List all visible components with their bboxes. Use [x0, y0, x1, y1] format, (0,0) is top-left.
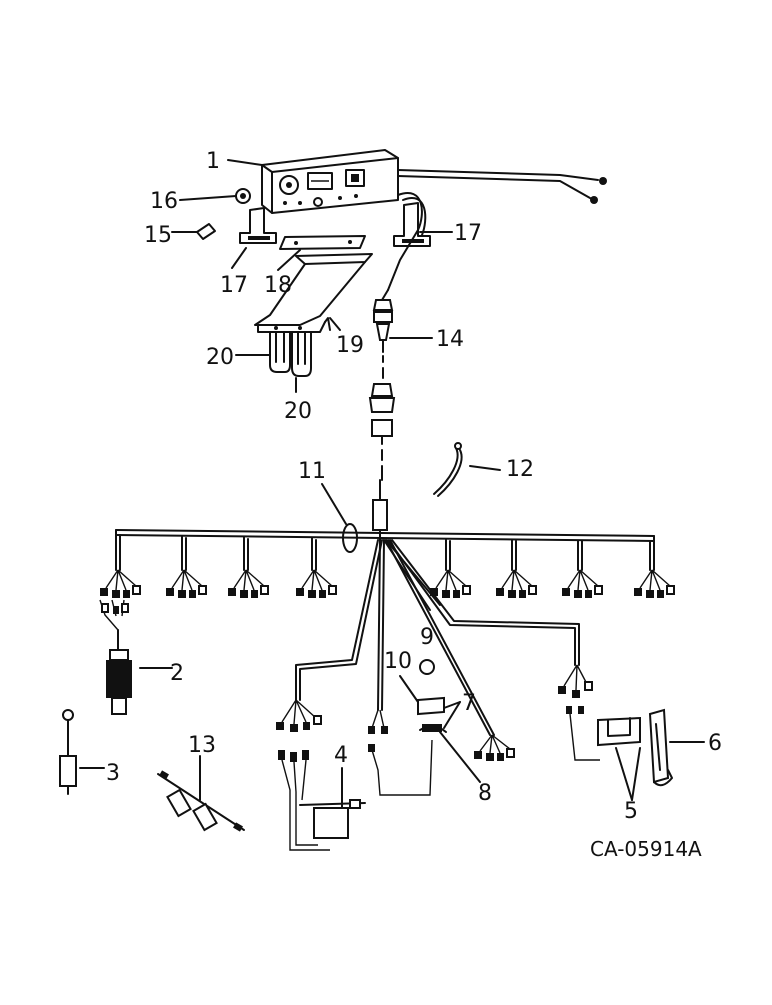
- leader-lines: [79, 159, 705, 809]
- callout-17-left: 17: [220, 273, 248, 298]
- knob-part: [235, 188, 251, 204]
- callout-10: 10: [384, 649, 412, 674]
- callout-20-left: 20: [206, 345, 234, 370]
- resistor-part-13: [157, 770, 245, 832]
- u-bolts: [269, 332, 312, 377]
- connector-cluster-lower: [474, 734, 515, 761]
- callout-3: 3: [106, 761, 120, 786]
- sensor-part-5: [558, 664, 641, 761]
- callout-17-right: 17: [454, 221, 482, 246]
- module-part-4: [276, 699, 366, 851]
- callout-9: 9: [420, 625, 434, 650]
- callout-labels: 1 2 3 4 5 6 7 8 9 10 11 12 13 14 15 16 1…: [106, 149, 722, 861]
- drawing-code: CA-05914A: [590, 837, 702, 861]
- sensor-part-2: [99, 599, 132, 715]
- callout-8: 8: [478, 781, 492, 806]
- callout-13: 13: [188, 733, 216, 758]
- callout-14: 14: [436, 327, 464, 352]
- callout-6: 6: [708, 731, 722, 756]
- callout-4: 4: [334, 743, 348, 768]
- callout-19: 19: [336, 333, 364, 358]
- magnet-bracket-part-6: [648, 708, 673, 787]
- fuse-part: [196, 223, 216, 240]
- callout-2: 2: [170, 661, 184, 686]
- control-console: [261, 149, 607, 291]
- callout-18: 18: [264, 273, 292, 298]
- mounting-bracket-right: [393, 202, 431, 247]
- callout-11: 11: [298, 459, 326, 484]
- callout-1: 1: [206, 149, 220, 174]
- callout-20-bottom: 20: [284, 399, 312, 424]
- support-bracket: [254, 253, 373, 333]
- connector-cluster-row: [100, 569, 675, 598]
- callout-16: 16: [150, 189, 178, 214]
- mounting-bracket-left: [239, 207, 277, 244]
- sensor-part-3: [59, 709, 77, 795]
- callout-12: 12: [506, 457, 534, 482]
- cable-piece: [433, 442, 463, 497]
- callout-7: 7: [462, 691, 476, 716]
- cable-connector: [368, 289, 396, 531]
- mounting-plate: [279, 235, 366, 250]
- callout-15: 15: [144, 223, 172, 248]
- harness-branches: [295, 539, 580, 736]
- main-harness: [115, 523, 655, 571]
- callout-5: 5: [624, 799, 638, 824]
- switch-parts: [368, 659, 447, 796]
